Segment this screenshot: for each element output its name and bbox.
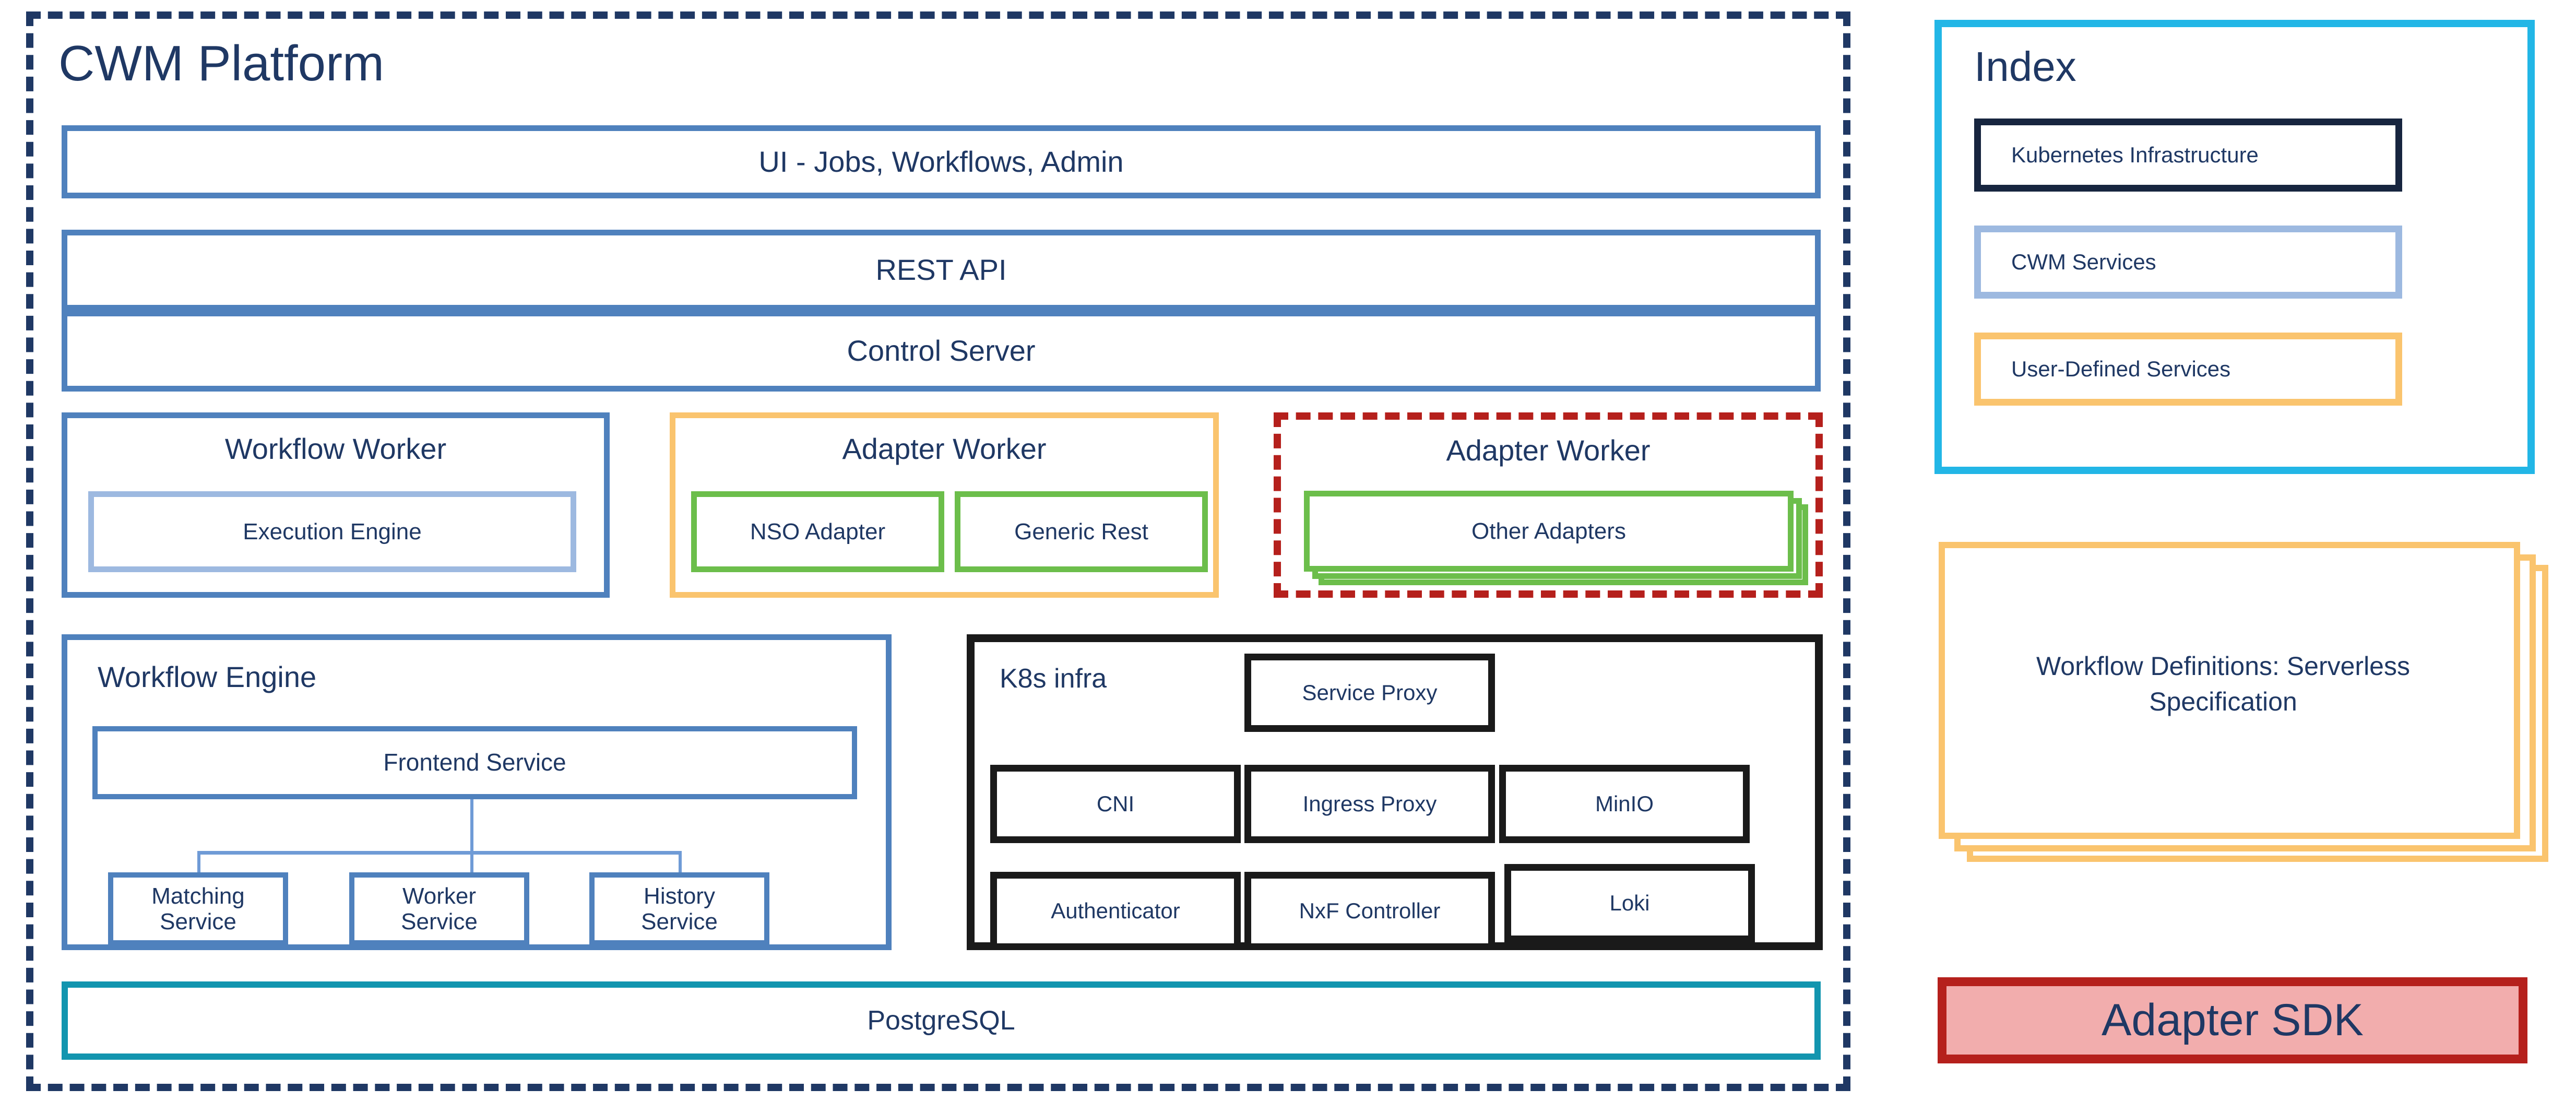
- connector-drop-center: [470, 851, 473, 876]
- postgresql-label: PostgreSQL: [867, 1005, 1015, 1036]
- adapter-sdk-label: Adapter SDK: [2102, 995, 2364, 1046]
- workflow-engine-title: Workflow Engine: [98, 660, 317, 693]
- history-service-box[interactable]: History Service: [589, 872, 769, 945]
- index-panel: Index Kubernetes Infrastructure CWM Serv…: [1934, 20, 2535, 474]
- adapter-worker-box-primary[interactable]: Adapter Worker NSO Adapter Generic Rest: [670, 412, 1219, 598]
- generic-rest-label: Generic Rest: [1014, 518, 1148, 544]
- nso-adapter-box[interactable]: NSO Adapter: [691, 491, 944, 572]
- history-service-label-line2: Service: [641, 909, 718, 934]
- worker-service-label-line1: Worker: [402, 883, 476, 909]
- postgresql-box[interactable]: PostgreSQL: [62, 981, 1821, 1060]
- index-title: Index: [1974, 43, 2076, 90]
- platform-title: CWM Platform: [58, 35, 384, 91]
- layer-label: REST API: [875, 253, 1007, 287]
- layer-label: Control Server: [847, 334, 1036, 368]
- generic-rest-box[interactable]: Generic Rest: [955, 491, 1208, 572]
- execution-engine-box[interactable]: Execution Engine: [88, 491, 576, 572]
- connector-drop-left: [197, 851, 200, 876]
- legend-label: CWM Services: [2011, 250, 2156, 274]
- history-service-label-line1: History: [644, 883, 715, 909]
- frontend-service-label: Frontend Service: [383, 749, 566, 776]
- workflow-engine-box[interactable]: Workflow Engine Frontend Service Matchin…: [62, 634, 892, 950]
- other-adapters-box[interactable]: Other Adapters: [1304, 491, 1794, 572]
- workflow-definitions-label: Workflow Definitions: Serverless Specifi…: [2036, 652, 2410, 716]
- matching-service-label-line1: Matching: [151, 883, 245, 909]
- matching-service-box[interactable]: Matching Service: [108, 872, 288, 945]
- ingress-proxy-box[interactable]: Ingress Proxy: [1244, 765, 1495, 843]
- connector-drop-right: [679, 851, 682, 876]
- adapter-worker-title: Adapter Worker: [1446, 434, 1651, 467]
- workflow-worker-box[interactable]: Workflow Worker Execution Engine: [62, 412, 610, 598]
- nxf-controller-label: NxF Controller: [1299, 898, 1441, 924]
- minio-box[interactable]: MinIO: [1499, 765, 1750, 843]
- worker-service-box[interactable]: Worker Service: [349, 872, 529, 945]
- ingress-proxy-label: Ingress Proxy: [1302, 791, 1437, 816]
- service-proxy-label: Service Proxy: [1302, 680, 1438, 705]
- connector-horizontal-bus: [197, 851, 682, 855]
- adapter-worker-box-extensible[interactable]: Adapter Worker Other Adapters: [1274, 412, 1823, 598]
- layer-rest-api[interactable]: REST API: [62, 230, 1821, 311]
- worker-service-label-line2: Service: [401, 909, 478, 934]
- workflow-definitions-stack[interactable]: Workflow Definitions: Serverless Specifi…: [1934, 538, 2561, 877]
- minio-label: MinIO: [1595, 791, 1654, 816]
- legend-item-cwm-services[interactable]: CWM Services: [1974, 226, 2402, 299]
- nso-adapter-label: NSO Adapter: [750, 518, 886, 544]
- legend-item-kubernetes-infrastructure[interactable]: Kubernetes Infrastructure: [1974, 119, 2402, 192]
- frontend-service-box[interactable]: Frontend Service: [92, 726, 857, 799]
- layer-ui-jobs-workflows-admin[interactable]: UI - Jobs, Workflows, Admin: [62, 125, 1821, 198]
- loki-box[interactable]: Loki: [1504, 864, 1755, 942]
- adapter-worker-title: Adapter Worker: [842, 432, 1047, 465]
- layer-control-server[interactable]: Control Server: [62, 311, 1821, 392]
- document-stack-card-front: [1939, 542, 2520, 839]
- workflow-worker-title: Workflow Worker: [224, 432, 447, 465]
- layer-label: UI - Jobs, Workflows, Admin: [758, 145, 1124, 178]
- other-adapters-label: Other Adapters: [1471, 518, 1626, 544]
- matching-service-label-line2: Service: [160, 909, 236, 934]
- k8s-infra-box[interactable]: K8s infra Service Proxy CNI Ingress Prox…: [967, 634, 1823, 950]
- adapter-sdk-box[interactable]: Adapter SDK: [1938, 977, 2527, 1063]
- service-proxy-box[interactable]: Service Proxy: [1244, 654, 1495, 732]
- nxf-controller-box[interactable]: NxF Controller: [1244, 872, 1495, 950]
- authenticator-box[interactable]: Authenticator: [990, 872, 1241, 950]
- legend-label: Kubernetes Infrastructure: [2011, 143, 2259, 167]
- execution-engine-label: Execution Engine: [243, 518, 422, 544]
- connector-vertical-main: [470, 799, 473, 854]
- k8s-infra-title: K8s infra: [1000, 664, 1107, 694]
- legend-item-user-defined-services[interactable]: User-Defined Services: [1974, 333, 2402, 406]
- loki-label: Loki: [1609, 891, 1650, 916]
- authenticator-label: Authenticator: [1051, 898, 1180, 924]
- cni-label: CNI: [1096, 791, 1135, 816]
- legend-label: User-Defined Services: [2011, 357, 2231, 381]
- cni-box[interactable]: CNI: [990, 765, 1241, 843]
